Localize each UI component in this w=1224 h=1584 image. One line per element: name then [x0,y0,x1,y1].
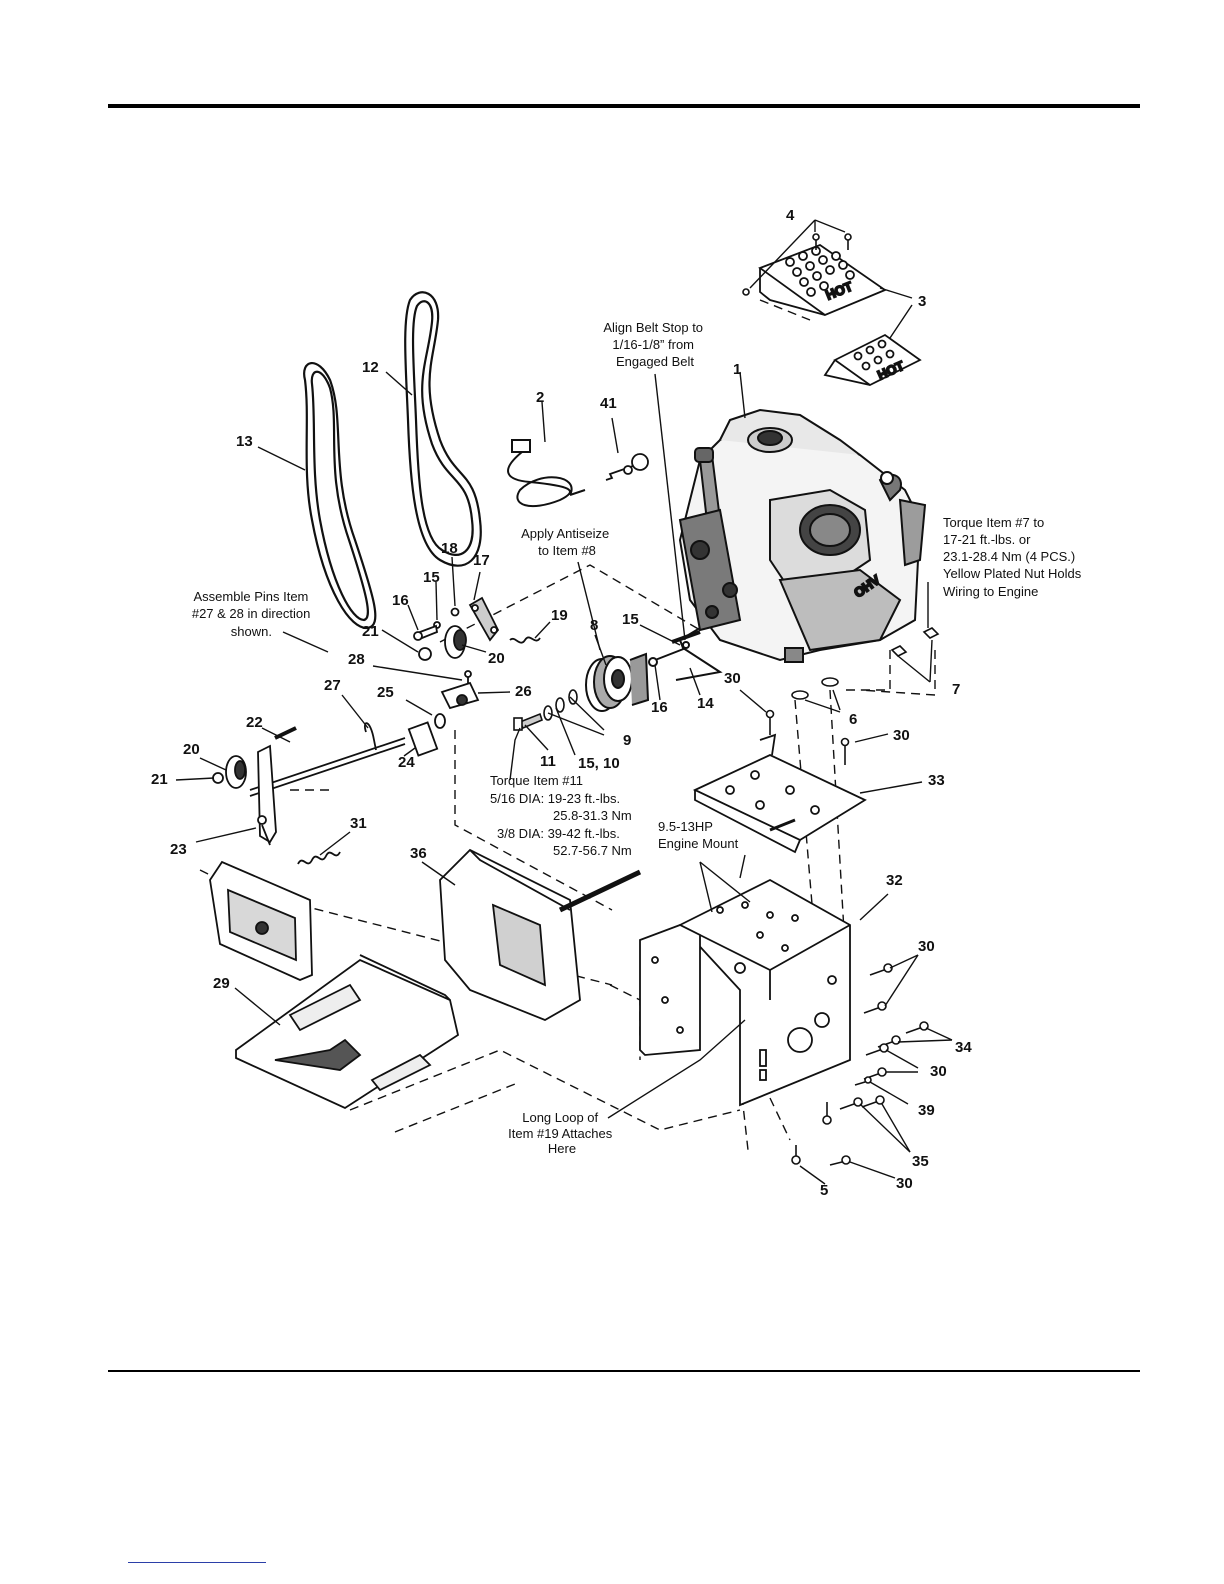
label-4: 4 [786,207,795,224]
label-15-10: 15, 10 [578,755,620,772]
label-16b: 16 [651,699,668,716]
label-22: 22 [246,714,263,731]
note-torque-7: Torque Item #7 to 17-21 ft.-lbs. or 23.1… [943,515,1085,599]
bottom-pan [235,954,460,1110]
label-30e: 30 [896,1175,913,1192]
label-30c: 30 [918,938,935,955]
note-align-belt: Align Belt Stop to 1/16-1/8” from Engage… [603,320,706,369]
label-6: 6 [849,711,857,728]
label-24: 24 [398,754,415,771]
engine-mount-frame [639,878,851,1107]
label-15b: 15 [622,611,639,628]
label-25: 25 [377,684,394,701]
belt-guard-plate [209,860,313,981]
label-41: 41 [600,395,617,412]
label-2: 2 [536,389,544,406]
label-18: 18 [441,540,458,557]
label-27: 27 [324,677,341,694]
label-15a: 15 [423,569,440,586]
heat-shield-large: HOT [758,243,887,317]
washers-9 [513,689,578,731]
footer-link-underline[interactable] [128,1562,266,1563]
header-rule [108,104,1140,108]
belt-stop [648,627,723,681]
label-30a: 30 [724,670,741,687]
label-21a: 21 [362,623,379,640]
label-21b: 21 [151,771,168,788]
extension-cord [507,439,586,508]
ignition-key [605,453,649,481]
leader-lines [175,219,953,1185]
label-5: 5 [820,1182,828,1199]
mount-washers-nuts [791,627,940,700]
shaft [249,713,446,797]
annotation-notes: Align Belt Stop to 1/16-1/8” from Engage… [192,320,1085,1156]
belt-13 [303,362,377,630]
label-20b: 20 [183,741,200,758]
label-7: 7 [952,681,960,698]
footer-rule [108,1370,1140,1372]
label-1: 1 [733,361,741,378]
note-assemble-pins: Assemble Pins Item #27 & 28 in direction… [192,589,314,639]
label-20a: 20 [488,650,505,667]
label-30b: 30 [893,727,910,744]
label-9: 9 [623,732,631,749]
label-34: 34 [955,1039,972,1056]
chute-housing [439,848,642,1021]
label-30d: 30 [930,1063,947,1080]
label-13: 13 [236,433,253,450]
label-14: 14 [697,695,714,712]
label-3: 3 [918,293,926,310]
label-28: 28 [348,651,365,668]
engine: OHV [671,408,927,663]
label-26: 26 [515,683,532,700]
label-31: 31 [350,815,367,832]
note-engine-mount: 9.5-13HP Engine Mount [658,819,739,851]
label-17: 17 [473,552,490,569]
engine-pulley [585,652,650,712]
label-11: 11 [540,753,556,770]
label-19: 19 [551,607,568,624]
label-23: 23 [170,841,187,858]
label-36: 36 [410,845,427,862]
note-long-loop: Long Loop of Item #19 Attaches Here [508,1110,616,1156]
engine-plate [692,733,867,854]
idler-bracket [212,726,341,865]
screws-4 [742,233,852,296]
pivot-pins [364,670,480,751]
label-39: 39 [918,1102,935,1119]
label-35: 35 [912,1153,929,1170]
label-12: 12 [362,359,379,376]
label-16a: 16 [392,592,409,609]
label-29: 29 [213,975,230,992]
label-32: 32 [886,872,903,889]
note-torque-11: Torque Item #11 5/16 DIA: 19-23 ft.-lbs.… [490,773,635,858]
heat-shield-small: HOT [823,333,922,387]
note-antiseize: Apply Antiseize to Item #8 [521,526,613,558]
part-number-labels: 4 3 1 2 41 12 13 18 17 15 16 21 20 19 8 … [151,207,972,1199]
belt-12 [404,291,482,567]
label-33: 33 [928,772,945,789]
label-8: 8 [590,617,598,634]
idler-assembly-top [413,596,541,661]
